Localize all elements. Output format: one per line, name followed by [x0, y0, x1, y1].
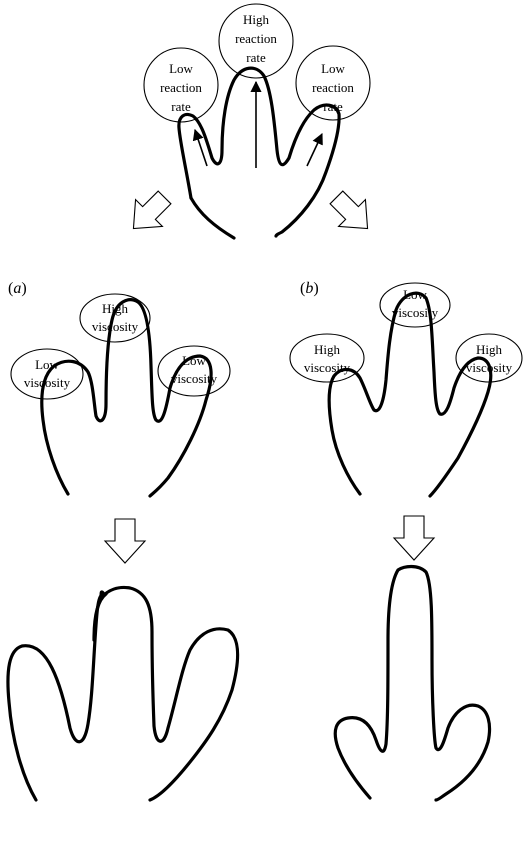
- panel-b-bubble-right: [455, 333, 523, 383]
- panel-a-bubble-right-line2: viscosity: [171, 371, 218, 386]
- panel-a: (a) High viscosity Low viscosity Low vis…: [6, 280, 240, 802]
- panel-a-bubble-left: [10, 348, 84, 400]
- panel-b-result-outline: [333, 564, 492, 802]
- panel-b-bubble-left-line2: viscosity: [304, 360, 351, 375]
- panel-a-down-arrow: [103, 518, 147, 564]
- panel-b-down-arrow: [392, 515, 436, 561]
- panel-b-bubble-center-line1: Low: [403, 287, 427, 302]
- panel-b-label: (b): [300, 280, 319, 297]
- top-growth-arrow-left: [192, 128, 208, 167]
- top-hand: High reaction rate Low reaction rate Low…: [143, 3, 371, 240]
- diagonal-arrow-right: [329, 190, 369, 230]
- panel-a-result-center-tip: [92, 592, 108, 642]
- panel-a-bubble-right: [157, 345, 231, 397]
- top-bubble-center-line3: rate: [246, 50, 266, 65]
- panel-a-bubble-right-line1: Low: [182, 353, 206, 368]
- top-finger-outline: [177, 66, 341, 238]
- top-growth-arrow-right: [306, 132, 323, 167]
- top-bubble-center-line1: High: [243, 12, 270, 27]
- top-bubble-left: [143, 47, 219, 123]
- panel-a-bubble-center: [79, 293, 151, 343]
- panel-b-bubble-center-line2: viscosity: [392, 305, 439, 320]
- panel-b: (b) Low viscosity High viscosity High vi…: [289, 280, 523, 802]
- panel-b-bubble-left-line1: High: [314, 342, 341, 357]
- top-bubble-center: [218, 3, 294, 79]
- panel-a-finger-outline: [40, 298, 213, 498]
- top-bubble-right-line1: Low: [321, 61, 345, 76]
- panel-a-result-outline: [6, 585, 240, 802]
- top-bubble-right: [295, 45, 371, 121]
- top-bubble-center-line2: reaction: [235, 31, 277, 46]
- panel-b-bubble-right-line2: viscosity: [466, 360, 513, 375]
- top-finger-left-base: [189, 196, 236, 240]
- panel-b-bubble-right-line1: High: [476, 342, 503, 357]
- panel-a-bubble-center-line1: High: [102, 301, 129, 316]
- panel-a-label: (a): [8, 280, 27, 297]
- top-bubble-left-line1: Low: [169, 61, 193, 76]
- top-bubble-left-line2: reaction: [160, 80, 202, 95]
- panel-b-bubble-left: [289, 333, 365, 383]
- panel-b-finger-outline: [327, 291, 493, 498]
- top-bubble-left-line3: rate: [171, 99, 191, 114]
- top-bubble-right-line2: reaction: [312, 80, 354, 95]
- panel-a-bubble-left-line2: viscosity: [24, 375, 71, 390]
- panel-a-bubble-center-line2: viscosity: [92, 319, 139, 334]
- panel-b-bubble-center: [379, 282, 451, 328]
- panel-a-bubble-left-line1: Low: [35, 357, 59, 372]
- top-bubble-right-line3: rate: [323, 99, 343, 114]
- diagonal-arrow-left: [132, 190, 172, 230]
